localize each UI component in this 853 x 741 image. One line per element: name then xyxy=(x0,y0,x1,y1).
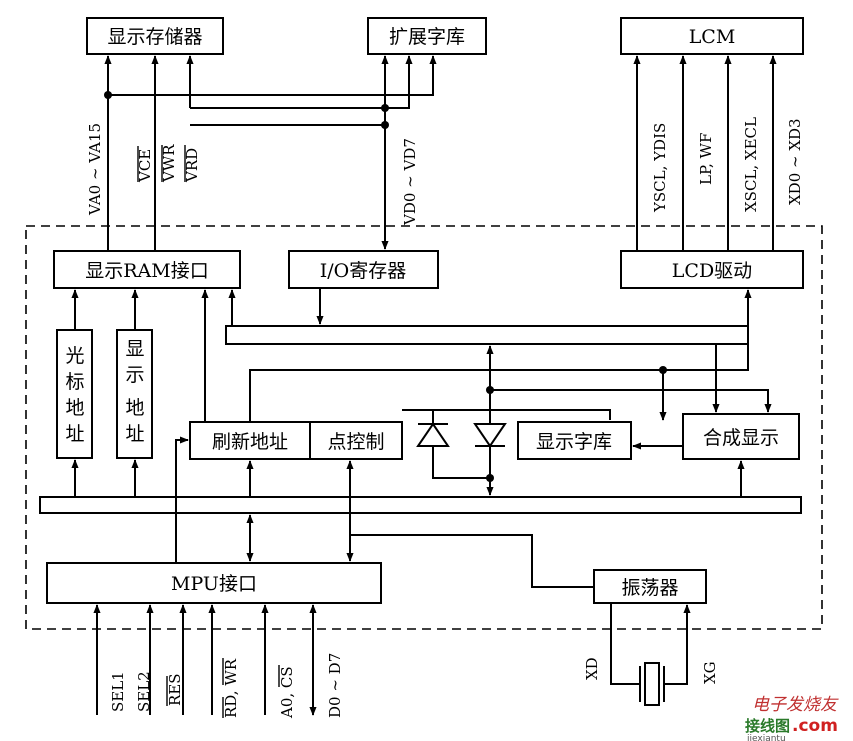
internal-bus-bar xyxy=(39,496,802,514)
res-label-group: RES xyxy=(166,673,184,706)
lp-label: LP, WF xyxy=(697,133,715,185)
lcm-label: LCM xyxy=(689,26,736,48)
mpu-interface-block: MPU接口 xyxy=(46,562,382,604)
display-addr-char-1: 显 xyxy=(125,338,144,360)
ext-font-block: 扩展字库 xyxy=(367,17,487,55)
watermark-text-2: 接线图 xyxy=(745,717,790,735)
mpu-external-wires xyxy=(93,604,317,716)
refresh-addr-label: 刷新地址 xyxy=(212,431,288,453)
memory-bus-wires xyxy=(104,55,437,251)
display-memory-block: 显示存储器 xyxy=(86,17,224,55)
display-addr-block: 显 示 地 址 xyxy=(116,329,153,459)
lcm-block: LCM xyxy=(620,17,804,55)
oscillator-block: 振荡器 xyxy=(593,569,707,604)
yscl-label: YSCL, YDIS xyxy=(651,123,669,213)
watermark: 电子发烧友 接线图 .com jiexiantu xyxy=(745,695,839,741)
watermark-text-4: jiexiantu xyxy=(746,734,786,741)
cursor-addr-char-3: 地 xyxy=(65,397,84,419)
res-label: RES xyxy=(166,673,184,706)
watermark-text-1: 电子发烧友 xyxy=(752,695,839,715)
xd-osc-label: XD xyxy=(583,657,601,680)
crystal-circuit xyxy=(610,603,691,706)
xg-osc-label: XG xyxy=(701,661,719,684)
watermark-text-3: .com xyxy=(792,716,838,736)
sel2-label: SEL2 xyxy=(135,671,153,712)
display-memory-label: 显示存储器 xyxy=(107,26,202,48)
lcd-driver-block: LCD驱动 xyxy=(620,250,804,289)
io-register-block: I/O寄存器 xyxy=(288,250,439,289)
xscl-label: XSCL, XECL xyxy=(742,117,760,212)
io-register-label: I/O寄存器 xyxy=(320,260,406,282)
sel1-label: SEL1 xyxy=(109,671,127,712)
cursor-addr-char-4: 址 xyxy=(65,423,84,445)
vwr-label: VWR xyxy=(160,144,178,183)
controller-boundary xyxy=(25,225,823,630)
display-addr-char-4: 址 xyxy=(125,423,144,445)
vce-label: VCE xyxy=(136,149,154,183)
mpu-interface-label: MPU接口 xyxy=(171,573,257,595)
ram-interface-block: 显示RAM接口 xyxy=(53,250,241,289)
diode-symbols xyxy=(416,422,507,478)
display-font-block: 显示字库 xyxy=(517,421,632,460)
cursor-addr-char-2: 标 xyxy=(65,371,84,393)
a0cs-label: A0, CS xyxy=(278,666,296,719)
xd-bus-label: XD0 ~ XD3 xyxy=(786,118,804,205)
vd-label: VD0 ~ VD7 xyxy=(401,138,419,226)
rdwr-label-group: RD, WR xyxy=(222,658,240,718)
display-font-label: 显示字库 xyxy=(536,431,612,453)
a0cs-label-group: A0, CS xyxy=(278,665,296,719)
lcd-driver-label: LCD驱动 xyxy=(672,260,752,282)
cursor-addr-block: 光 标 地 址 xyxy=(56,329,93,459)
oscillator-label: 振荡器 xyxy=(621,577,678,599)
vce-vwr-vrd-labels: VCE VWR VRD xyxy=(136,144,201,183)
refresh-addr-block: 刷新地址 xyxy=(189,421,311,460)
ext-font-label: 扩展字库 xyxy=(389,26,465,48)
vrd-label: VRD xyxy=(183,148,201,183)
compose-display-block: 合成显示 xyxy=(682,413,800,460)
display-addr-char-2: 示 xyxy=(125,364,144,386)
display-addr-char-3: 地 xyxy=(125,397,144,419)
internal-data-bar xyxy=(225,325,749,345)
d-bus-label: D0 ~ D7 xyxy=(326,653,344,718)
va-label: VA0 ~ VA15 xyxy=(86,123,104,216)
rdwr-label: RD, WR xyxy=(222,658,240,718)
ram-interface-label: 显示RAM接口 xyxy=(85,260,208,282)
dot-control-block: 点控制 xyxy=(309,421,403,460)
lcm-signal-wires xyxy=(633,55,777,251)
dot-control-label: 点控制 xyxy=(327,431,384,453)
cursor-addr-char-1: 光 xyxy=(65,345,84,367)
compose-display-label: 合成显示 xyxy=(703,427,779,449)
